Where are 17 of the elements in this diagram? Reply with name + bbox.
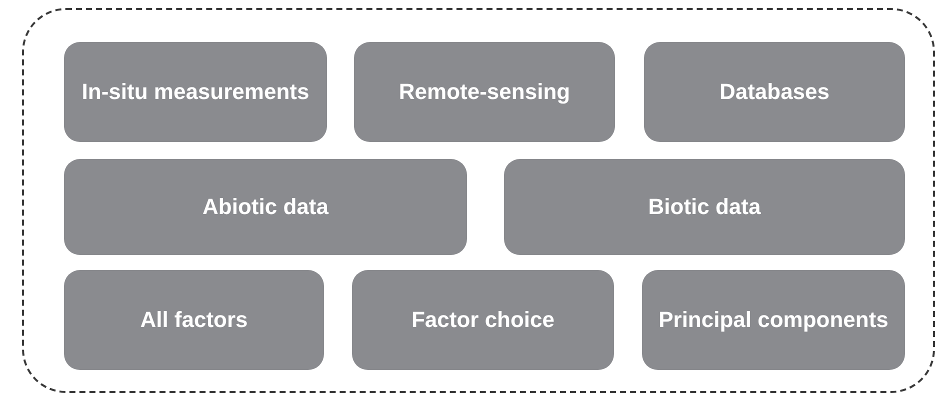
category-box — [504, 159, 905, 255]
box-label: All factors — [140, 306, 248, 334]
dashed-group-frame — [22, 8, 935, 393]
box-label: Biotic data — [648, 192, 761, 221]
category-box — [64, 42, 327, 142]
box-label: In-situ measurements — [82, 78, 310, 106]
box-label: Abiotic data — [202, 192, 328, 221]
box-label: Remote-sensing — [398, 78, 570, 106]
box-label: Databases — [719, 78, 830, 106]
category-box — [64, 159, 467, 255]
category-box — [644, 42, 905, 142]
category-box — [352, 270, 614, 370]
box-label: Principal components — [658, 306, 888, 334]
category-box — [354, 42, 615, 142]
category-box — [642, 270, 905, 370]
category-box — [64, 270, 324, 370]
box-label: Factor choice — [411, 306, 555, 334]
